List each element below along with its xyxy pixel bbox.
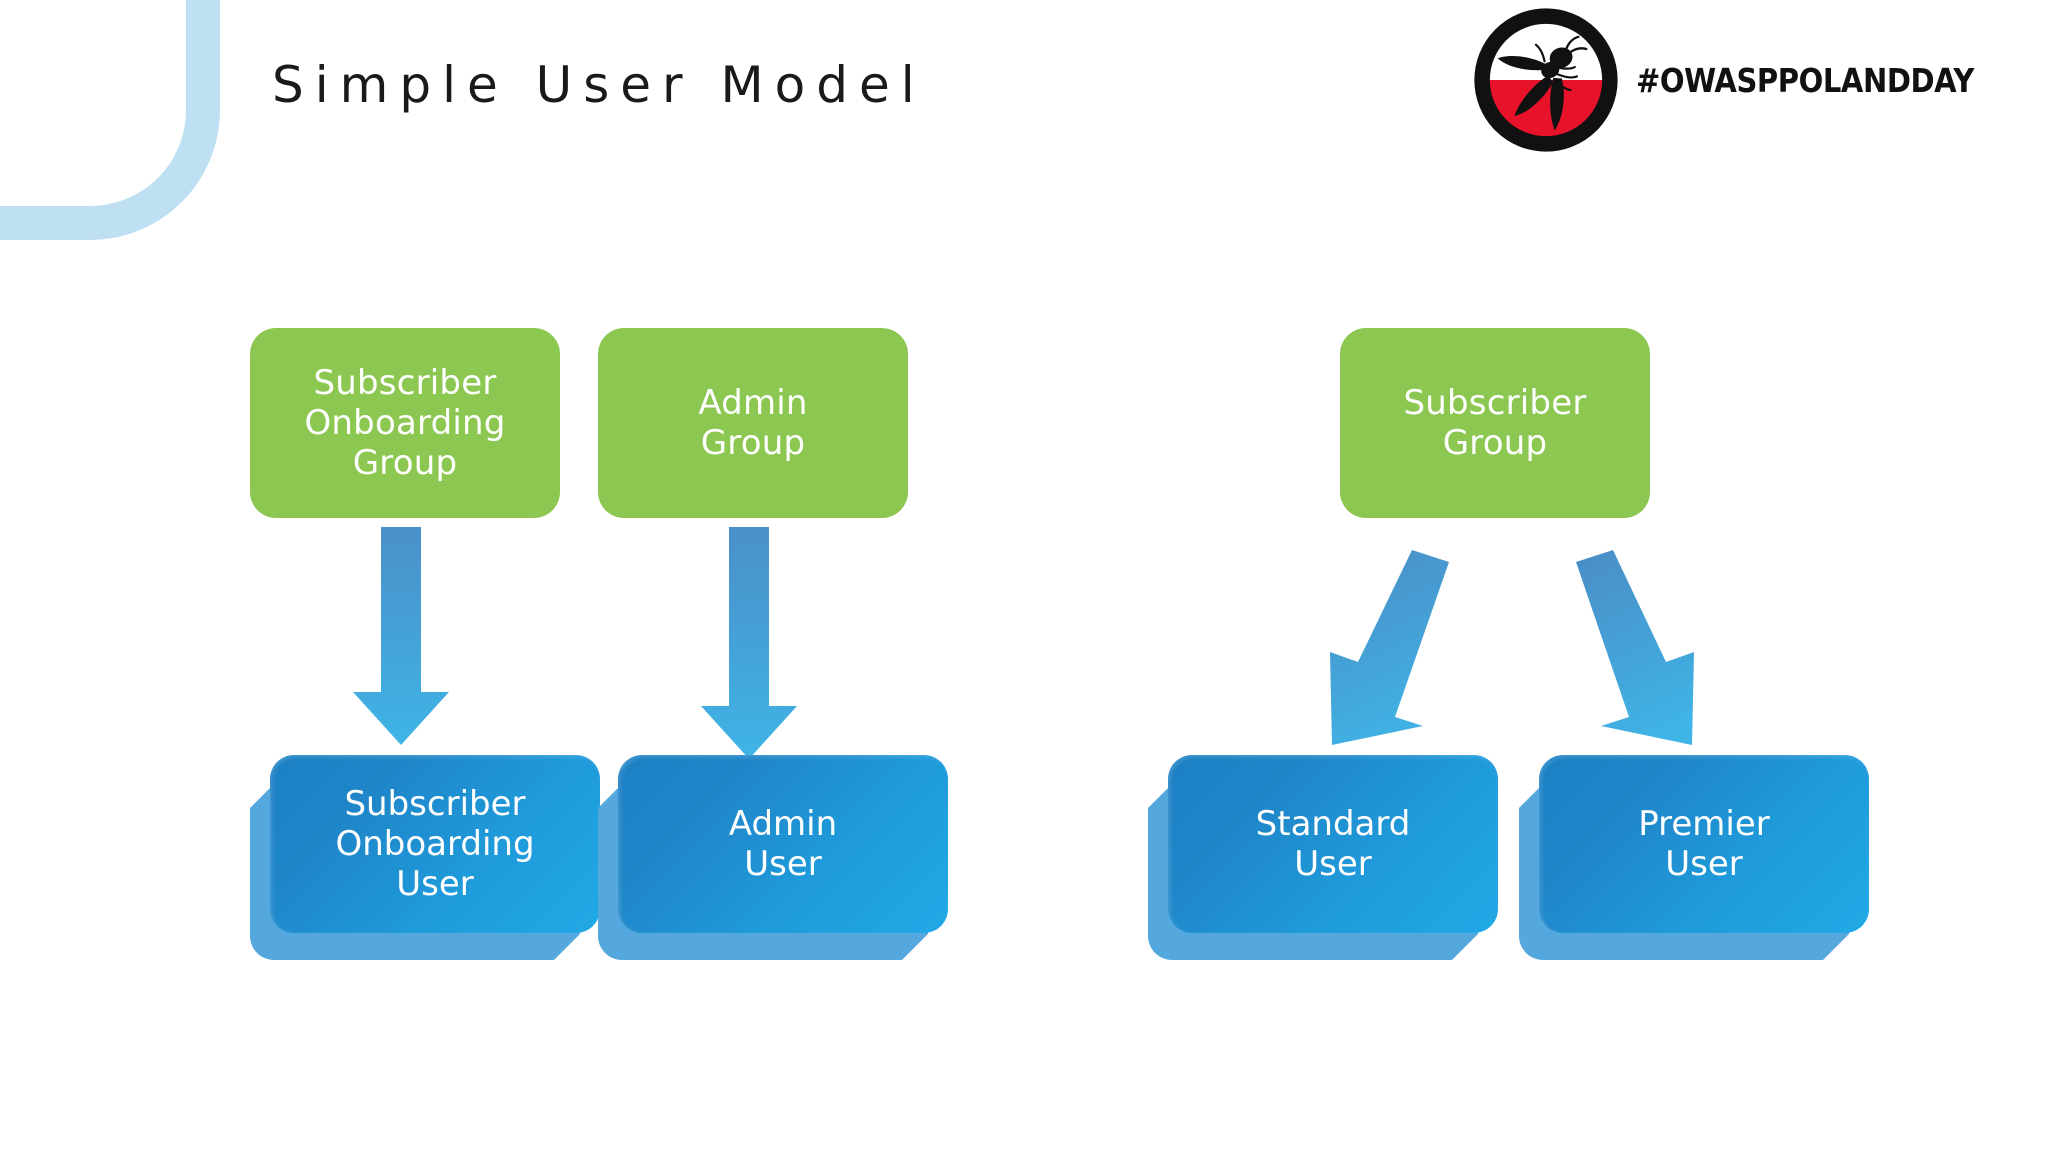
arrow-admin: [701, 527, 797, 759]
arrow-subscriber-onboarding: [353, 527, 449, 745]
arrow-subscriber-to-standard: [1330, 550, 1449, 745]
wasp-silhouette-icon: [1497, 35, 1588, 131]
brand-hashtag: #OWASPPOLANDDAY: [1635, 60, 1974, 100]
page-title: Simple User Model: [272, 56, 926, 114]
arrow-subscriber-to-premier: [1576, 550, 1694, 745]
owasp-poland-day-logo-icon: [1474, 8, 1618, 152]
brand-block: #OWASPPOLANDDAY: [1474, 8, 2020, 152]
